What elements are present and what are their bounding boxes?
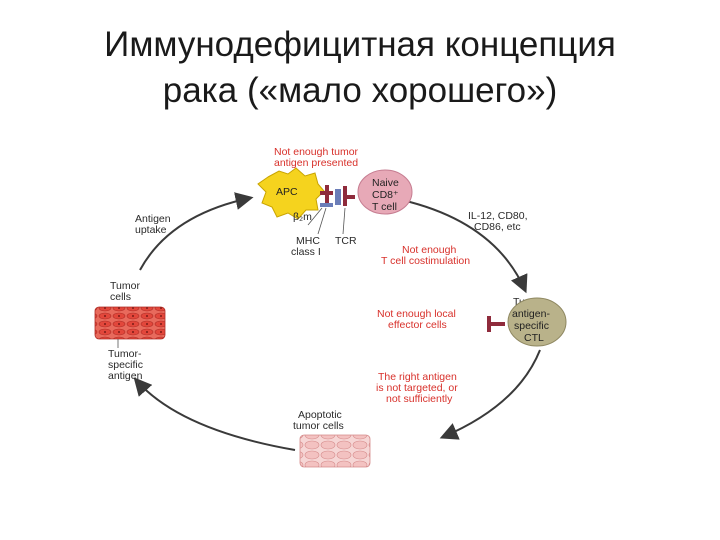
red-label-targeting-2: is not targeted, or (376, 382, 458, 394)
naive-label-2: CD8⁺ (372, 189, 399, 201)
slide-title-line-2: рака («мало хорошего») (162, 71, 558, 110)
mhc-label-2: class I (291, 246, 321, 258)
apc-label: APC (276, 186, 298, 198)
ctl-label-2: antigen- (512, 308, 550, 320)
tcr-label: TCR (335, 235, 357, 247)
ctl-label-3: specific (514, 320, 549, 332)
red-label-targeting-3: not sufficiently (386, 393, 453, 405)
tumor-specific-label-1: Tumor- (108, 348, 142, 360)
cycle-arrow-bottom-left (133, 377, 296, 451)
naive-label-1: Naive (372, 177, 399, 189)
cycle-arrow-top-right (401, 199, 528, 294)
tumor-cells-label-1: Tumor (110, 280, 140, 292)
red-label-costim-2: T cell costimulation (381, 255, 470, 267)
tumor-cells-tissue (94, 306, 166, 340)
naive-label-3: T cell (372, 201, 397, 213)
ctl-receptor (487, 316, 505, 332)
red-label-effector-2: effector cells (388, 319, 447, 331)
tumor-cells-label-2: cells (110, 291, 131, 303)
slide-title-line-1: Иммунодефицитная концепция (104, 25, 616, 64)
apc-cell (257, 167, 325, 220)
red-label-effector-1: Not enough local (377, 308, 456, 320)
red-label-costim-1: Not enough (402, 244, 456, 256)
ctl-cell (507, 297, 567, 347)
tumor-specific-label-2: specific (108, 359, 143, 371)
cycle-arrow-left-top (139, 192, 254, 271)
mhc-tcr-complex (320, 185, 355, 207)
apoptotic-label-2: tumor cells (293, 420, 344, 432)
red-label-antigen-2: antigen presented (274, 157, 358, 169)
ctl-label-4: CTL (524, 332, 544, 344)
il12-label-1: IL-12, CD80, (468, 210, 528, 222)
antigen-uptake-label-2: uptake (135, 224, 167, 236)
mhc-label-1: MHC (296, 235, 320, 247)
cycle-arrow-right-bottom (439, 349, 541, 440)
naive-t-cell (357, 169, 413, 215)
apoptotic-cells-tissue (299, 434, 371, 468)
red-label-targeting-1: The right antigen (378, 371, 457, 383)
antigen-uptake-label-1: Antigen (135, 213, 171, 225)
tumor-specific-label-3: antigen (108, 370, 143, 382)
red-label-antigen-1: Not enough tumor (274, 146, 359, 158)
il12-label-2: CD86, etc (474, 221, 521, 233)
beta2m-label: β₂m (293, 211, 312, 223)
apoptotic-label-1: Apoptotic (298, 409, 342, 421)
slide-title: Иммунодефицитная концепция рака («мало х… (0, 22, 720, 114)
